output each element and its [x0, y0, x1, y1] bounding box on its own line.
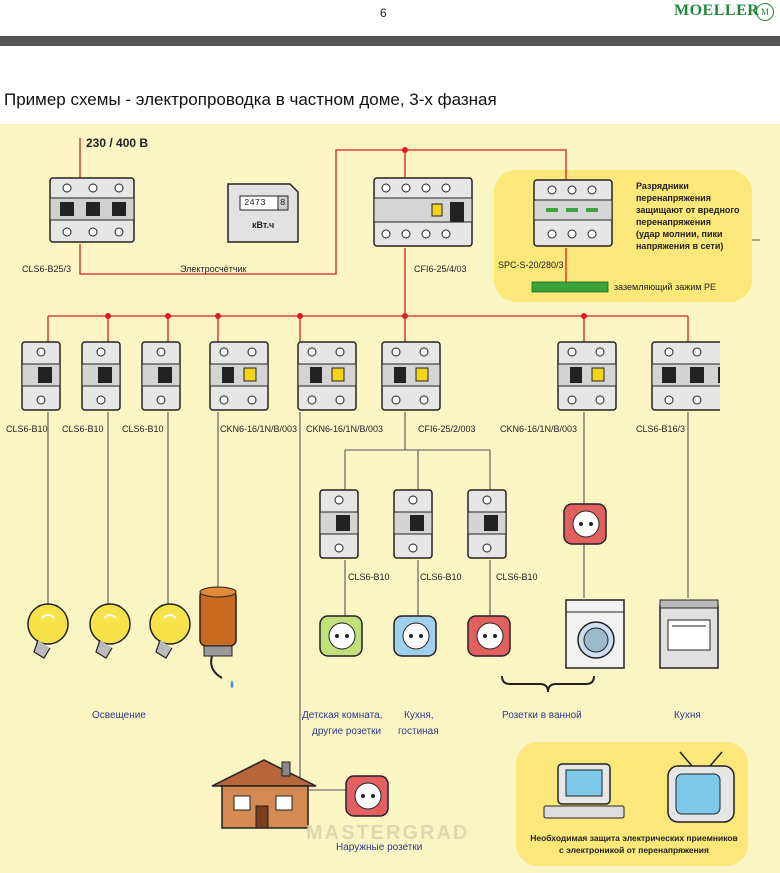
junction-dots — [105, 147, 587, 319]
kitchen-living-caption-1: Кухня, — [404, 710, 434, 721]
bulb-icon — [89, 603, 131, 659]
watermark: MASTERGRAD — [306, 822, 470, 844]
meter-reading: 2473 — [244, 198, 266, 208]
electronics-note: Необходимая защита электрических приемни… — [530, 833, 738, 855]
kitchen-living-caption-2: гостиная — [398, 726, 439, 737]
header-rule — [0, 36, 780, 46]
kitchen-caption: Кухня — [674, 710, 701, 721]
ground-bar — [531, 281, 609, 293]
sub-breakers-row — [319, 489, 507, 559]
spd-note: Разрядники перенапряжения защищают от вр… — [636, 181, 740, 251]
outgoing-lines — [47, 412, 689, 791]
meter-reading-last-digit: 8 — [280, 198, 286, 208]
house-icon — [211, 759, 317, 829]
spd-label: SPC-S-20/280/3 — [498, 260, 564, 270]
sub-breaker-label-3: CLS6-B10 — [496, 572, 538, 582]
socket-icon — [467, 615, 511, 657]
branch-breaker-label-7: CKN6-16/1N/B/003 — [500, 424, 578, 434]
supply-voltage: 230 / 400 В — [86, 136, 149, 150]
kids-room-caption-2: другие розетки — [312, 726, 382, 737]
branch-breaker-label-3: CLS6-B10 — [122, 424, 164, 434]
computer-icon — [543, 763, 625, 819]
branch-breaker-label-1: CLS6-B10 — [6, 424, 48, 434]
water-heater-icon — [199, 586, 237, 688]
brand-logo: MOELLER — [674, 2, 760, 19]
electricity-meter-icon — [227, 183, 299, 243]
tv-icon — [667, 751, 735, 823]
main-rcd-icon — [373, 177, 473, 247]
page-number: 6 — [380, 6, 387, 20]
surge-arrester-icon — [533, 179, 613, 247]
page-title: Пример схемы - электропроводка в частном… — [4, 90, 497, 109]
bathroom-brace — [501, 675, 595, 693]
branch-breaker-label-5: CKN6-16/1N/B/003 — [306, 424, 384, 434]
main-breaker-icon — [49, 177, 135, 243]
stove-icon — [659, 599, 719, 669]
lighting-group — [27, 603, 191, 659]
outdoor-socket-icon — [345, 775, 389, 817]
main-breaker-label: CLS6-B25/3 — [22, 264, 72, 274]
socket-icon — [393, 615, 437, 657]
bulb-icon — [149, 603, 191, 659]
lighting-caption: Освещение — [92, 710, 146, 721]
bulb-icon — [27, 603, 69, 659]
sub-breaker-label-1: CLS6-B10 — [348, 572, 390, 582]
kids-room-caption-1: Детская комната, — [302, 710, 383, 721]
meter-unit: кВт.ч — [252, 220, 275, 230]
sub-breaker-label-2: CLS6-B10 — [420, 572, 462, 582]
branch-breakers-row — [21, 341, 720, 411]
socket-icon — [319, 615, 363, 657]
washing-machine-icon — [565, 599, 625, 669]
branch-breaker-label-2: CLS6-B10 — [62, 424, 104, 434]
branch-breaker-label-8: CLS6-B16/3 — [636, 424, 686, 434]
branch-breaker-label-4: CKN6-16/1N/B/003 — [220, 424, 298, 434]
bathroom-caption: Розетки в ванной — [502, 710, 582, 721]
meter-label: Электросчётчик — [180, 264, 247, 274]
bathroom-socket-icon — [563, 503, 607, 545]
outdoor-caption: Наружные розетки — [336, 842, 423, 853]
brand-seal-icon: M — [756, 3, 774, 21]
ground-terminal-label: заземляющий зажим PE — [614, 282, 716, 292]
room-sockets — [319, 615, 511, 657]
branch-breaker-label-6: CFI6-25/2/003 — [418, 424, 476, 434]
main-rcd-label: CFI6-25/4/03 — [414, 264, 467, 274]
